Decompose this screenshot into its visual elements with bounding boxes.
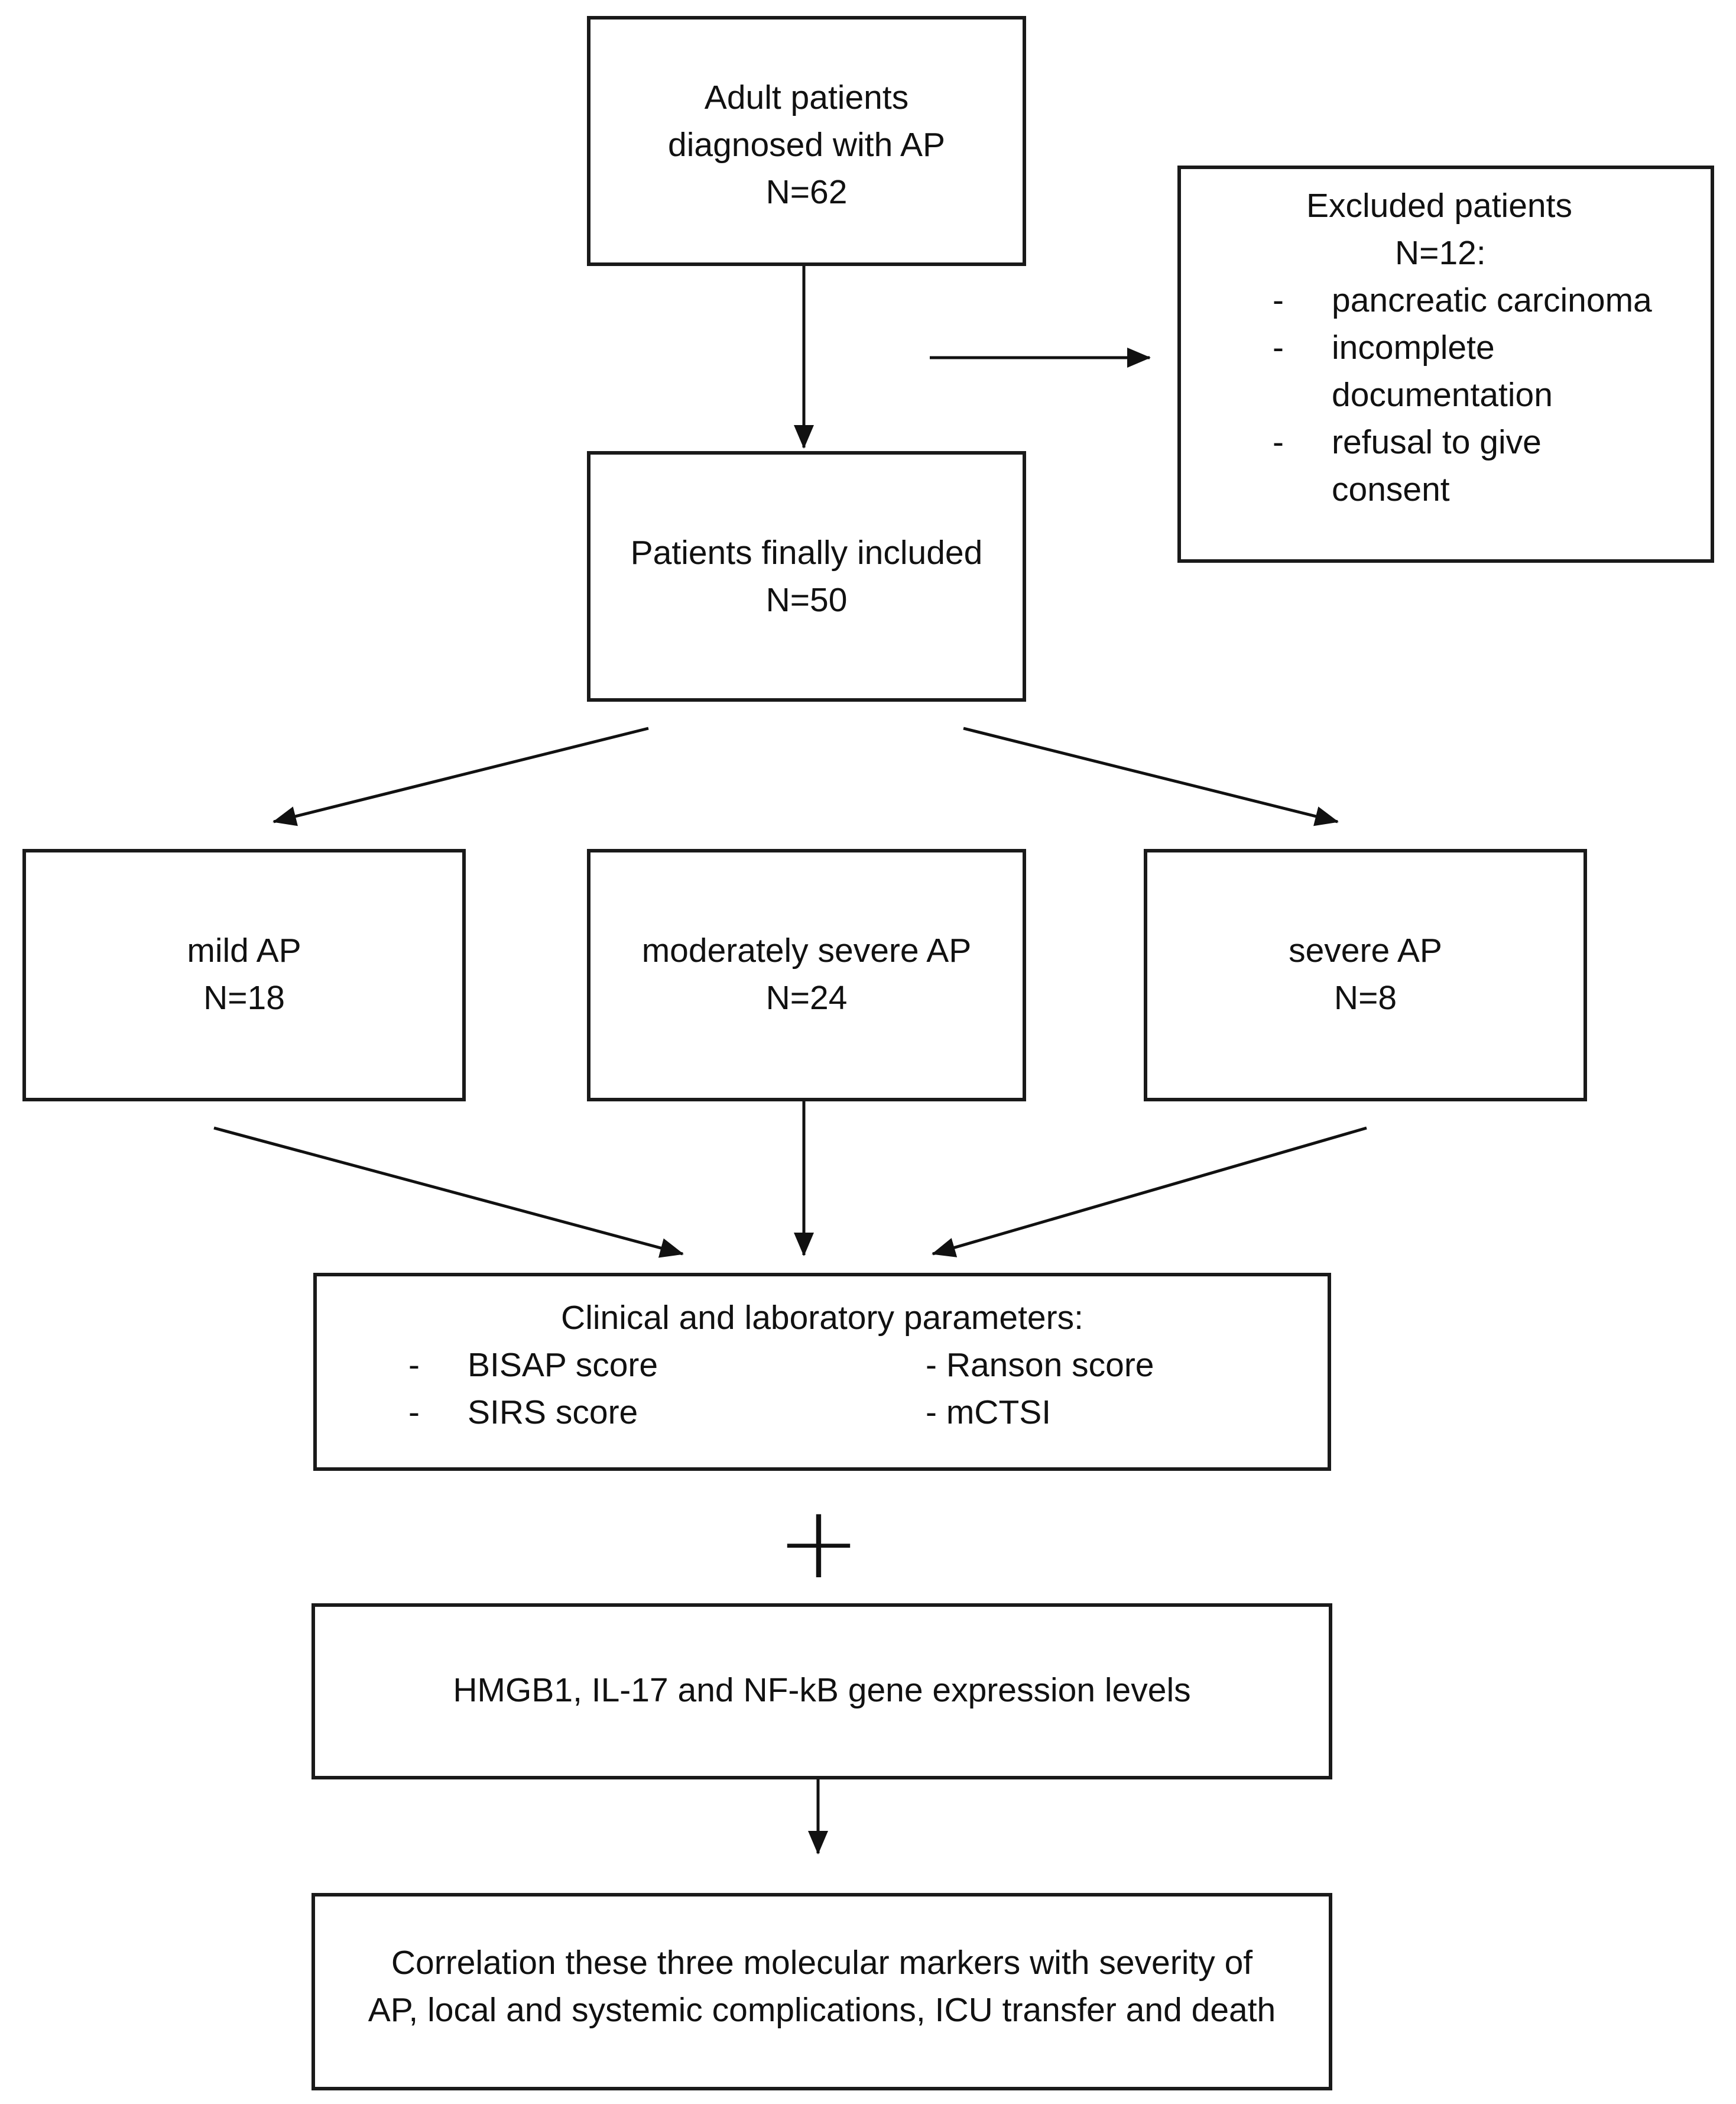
group-count: N=8 — [1333, 979, 1397, 1017]
adult-patients-label-2: diagnosed with AP — [668, 126, 945, 164]
clinical-parameters-box: Clinical and laboratory parameters: - BI… — [313, 1273, 1331, 1471]
arrow-to-severe — [963, 727, 1339, 826]
parameter-dash: - — [408, 1346, 420, 1384]
excluded-item: incomplete — [1332, 329, 1495, 367]
excluded-item: documentation — [1332, 376, 1553, 414]
parameter-item: SIRS score — [468, 1393, 638, 1431]
group-count: N=24 — [765, 979, 848, 1017]
clinical-parameters-title: Clinical and laboratory parameters: — [561, 1299, 1083, 1337]
group-label: moderately severe AP — [641, 932, 972, 970]
gene-expression-box: HMGB1, IL-17 and NF-kB gene expression l… — [311, 1603, 1332, 1779]
arrow-severe-to-clinical — [932, 1126, 1367, 1257]
patients-included-label: Patients finally included — [630, 534, 983, 572]
correlation-label: Correlation these three molecular marker… — [391, 1944, 1253, 1982]
severe-ap-box: severe AP N=8 — [1144, 849, 1587, 1101]
parameter-item: - Ranson score — [926, 1346, 1154, 1384]
gene-expression-label: HMGB1, IL-17 and NF-kB gene expression l… — [453, 1671, 1191, 1709]
excluded-item: consent — [1332, 471, 1450, 508]
group-label: severe AP — [1289, 932, 1442, 970]
patients-included-count: N=50 — [765, 581, 848, 619]
group-count: N=18 — [203, 979, 285, 1017]
excluded-title: Excluded patients — [1306, 187, 1572, 225]
arrow-to-mild — [272, 727, 649, 826]
arrow-mild-to-clinical — [213, 1126, 684, 1258]
excluded-count: N=12: — [1395, 234, 1486, 272]
adult-patients-count: N=62 — [765, 173, 848, 211]
excluded-patients-box: Excluded patients N=12: - pancreatic car… — [1177, 166, 1714, 563]
excluded-item-dash: - — [1273, 423, 1284, 461]
parameter-item: - mCTSI — [926, 1393, 1052, 1431]
excluded-item-dash: - — [1273, 329, 1284, 367]
correlation-box: Correlation these three molecular marker… — [311, 1893, 1332, 2090]
parameter-item: BISAP score — [468, 1346, 658, 1384]
patients-included-box: Patients finally included N=50 — [587, 451, 1026, 702]
excluded-item-dash: - — [1273, 281, 1284, 319]
parameter-dash: - — [408, 1393, 420, 1431]
adult-patients-label: Adult patients — [704, 79, 909, 116]
excluded-item: refusal to give — [1332, 423, 1542, 461]
excluded-item: pancreatic carcinoma — [1332, 281, 1652, 319]
group-label: mild AP — [187, 932, 301, 970]
mild-ap-box: mild AP N=18 — [22, 849, 466, 1101]
correlation-label-2: AP, local and systemic complications, IC… — [368, 1991, 1276, 2029]
moderately-severe-ap-box: moderately severe AP N=24 — [587, 849, 1026, 1101]
adult-patients-box: Adult patients diagnosed with AP N=62 — [587, 16, 1026, 266]
plus-sign: + — [776, 1484, 861, 1601]
